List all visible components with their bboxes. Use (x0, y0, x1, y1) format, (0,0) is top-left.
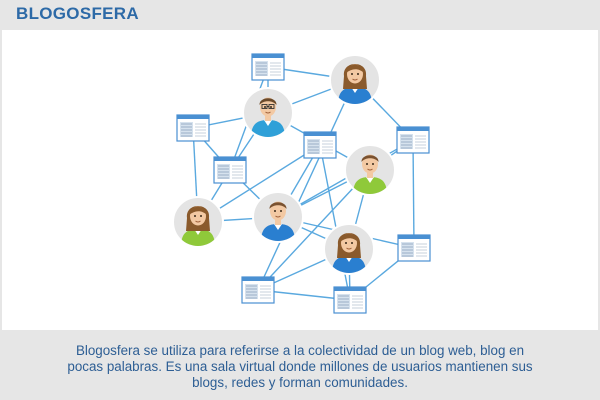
blog-window-icon (397, 234, 431, 262)
man-avatar-icon (252, 191, 304, 243)
caption-text: Blogosfera se utiliza para referirse a l… (67, 343, 533, 390)
connection-line (257, 169, 371, 291)
man-avatar-icon (242, 87, 294, 139)
blog-window-icon (303, 131, 337, 159)
blog-window-icon (213, 156, 247, 184)
connection-line (257, 79, 356, 291)
blog-window-icon (396, 126, 430, 154)
woman-avatar-icon (329, 54, 381, 106)
page-title: BLOGOSFERA (16, 4, 139, 23)
woman-avatar-icon (172, 196, 224, 248)
blog-window-icon (251, 53, 285, 81)
blog-window-icon (176, 114, 210, 142)
connection-line (412, 139, 415, 249)
blog-window-icon (241, 276, 275, 304)
man-avatar-icon (344, 144, 396, 196)
woman-avatar-icon (323, 223, 375, 275)
blog-window-icon (333, 286, 367, 314)
